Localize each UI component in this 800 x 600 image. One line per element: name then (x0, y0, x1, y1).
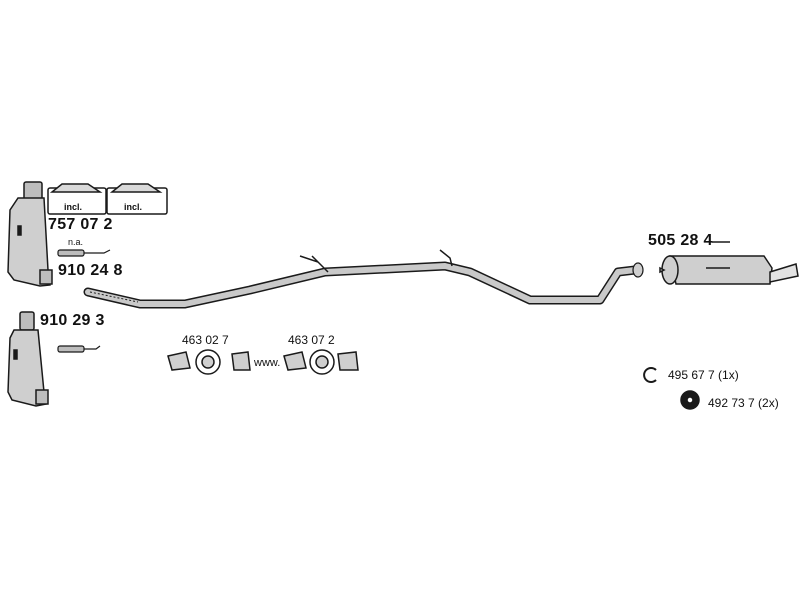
oxygen-sensor-2-icon (57, 345, 101, 353)
clip-icon (643, 367, 657, 383)
rubber-mount-icon (680, 390, 700, 410)
clip-part-number: 495 67 7 (1x) (668, 368, 739, 382)
clamp-set-2-part-number: 463 07 2 (288, 333, 335, 347)
exhaust-pipe-icon (83, 249, 644, 309)
oxygen-sensor-1-icon (57, 249, 111, 257)
sensor-note: n.a. (68, 237, 84, 247)
clamp-set-1-icon (167, 349, 251, 375)
catalyst-converter-2-icon (7, 311, 49, 407)
connector-text: www. (254, 357, 281, 369)
clamp-set-2-icon (283, 349, 359, 375)
catalyst-1-part-number: 910 24 8 (58, 262, 123, 279)
rubber-mount-part-number: 492 73 7 (2x) (708, 396, 779, 410)
catalyst-converter-1-icon (7, 181, 53, 287)
rear-muffler-part-number: 505 28 4 (648, 232, 713, 249)
catalyst-2-part-number: 910 29 3 (40, 312, 105, 329)
rear-muffler-icon (659, 241, 799, 285)
incl-label-1: incl. (64, 202, 83, 212)
kit-part-number: 757 07 2 (48, 216, 113, 233)
clamp-set-1-part-number: 463 02 7 (182, 333, 229, 347)
gasket-kit-icon (47, 183, 168, 215)
incl-label-2: incl. (124, 202, 143, 212)
